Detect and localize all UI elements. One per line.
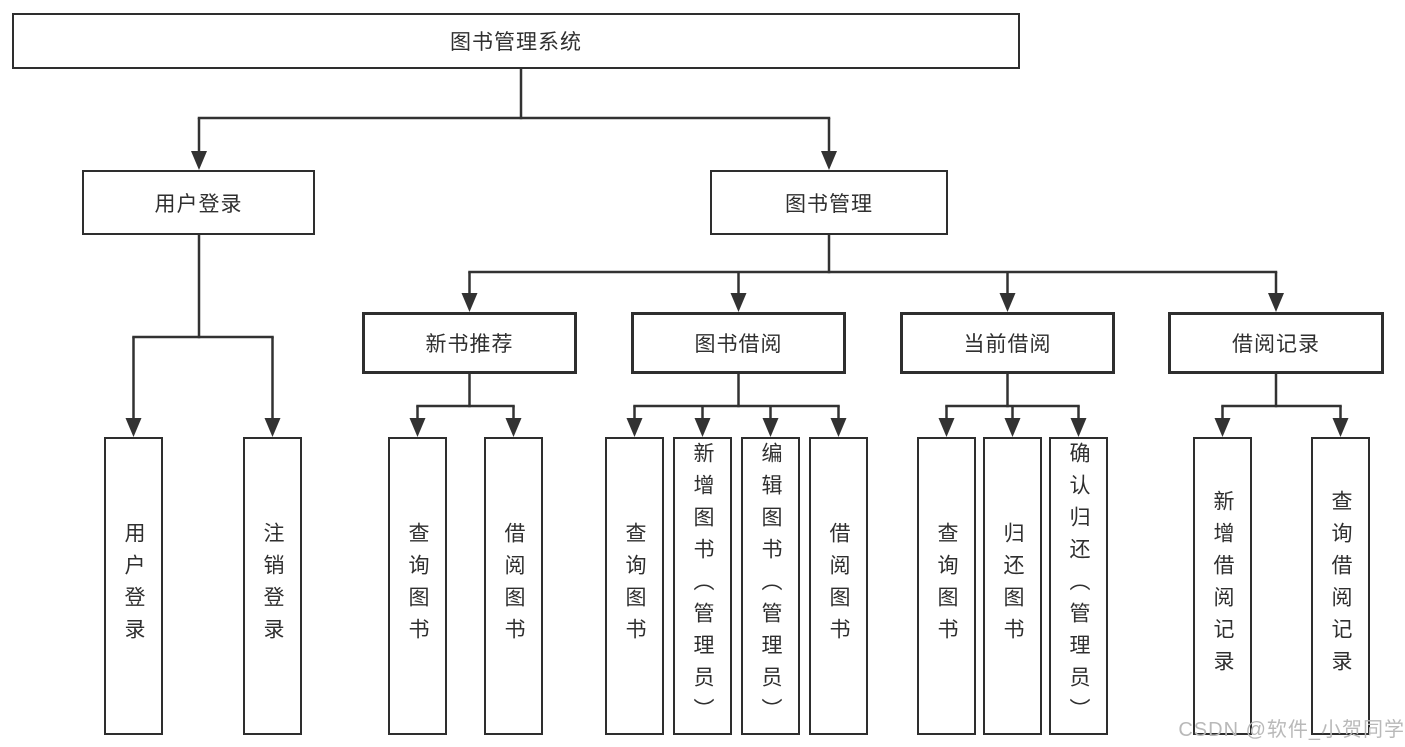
node-book-borrowing-label: 图书借阅 (694, 333, 783, 356)
node-new-book-recommend-label: 新书推荐 (425, 333, 514, 356)
leaf-edit-book-admin: 编辑图书（管理员） (741, 437, 800, 735)
node-book-management-label: 图书管理 (785, 192, 873, 216)
leaf-logout: 注销登录 (243, 437, 302, 735)
leaf-query-books-borrowing-label: 查询图书 (623, 522, 646, 650)
leaf-user-login: 用户登录 (104, 437, 163, 735)
leaf-add-borrow-record-label: 新增借阅记录 (1211, 490, 1234, 682)
node-new-book-recommend: 新书推荐 (362, 312, 577, 374)
leaf-confirm-return-admin-label: 确认归还（管理员） (1067, 442, 1090, 730)
node-root-label: 图书管理系统 (450, 31, 582, 54)
leaf-return-book-label: 归还图书 (1001, 522, 1024, 650)
leaf-query-borrow-record: 查询借阅记录 (1311, 437, 1370, 735)
leaf-confirm-return-admin: 确认归还（管理员） (1049, 437, 1108, 735)
node-borrow-records-label: 借阅记录 (1232, 333, 1320, 356)
node-borrow-records: 借阅记录 (1168, 312, 1384, 374)
leaf-query-books-current-label: 查询图书 (935, 522, 958, 650)
leaf-edit-book-admin-label: 编辑图书（管理员） (759, 442, 782, 730)
leaf-return-book: 归还图书 (983, 437, 1042, 735)
node-user-login-label: 用户登录 (154, 192, 243, 216)
leaf-add-book-admin: 新增图书（管理员） (673, 437, 732, 735)
node-current-borrowing: 当前借阅 (900, 312, 1115, 374)
leaf-borrow-books-recommend: 借阅图书 (484, 437, 543, 735)
leaf-query-borrow-record-label: 查询借阅记录 (1329, 490, 1352, 682)
leaf-add-book-admin-label: 新增图书（管理员） (691, 442, 714, 730)
leaf-query-books-current: 查询图书 (917, 437, 976, 735)
leaf-add-borrow-record: 新增借阅记录 (1193, 437, 1252, 735)
leaf-user-login-label: 用户登录 (122, 522, 145, 650)
watermark: CSDN @软件_小贺同学 (1178, 719, 1405, 741)
leaf-borrow-books-borrowing: 借阅图书 (809, 437, 868, 735)
node-current-borrowing-label: 当前借阅 (963, 333, 1052, 356)
node-book-borrowing: 图书借阅 (631, 312, 846, 374)
leaf-logout-label: 注销登录 (261, 522, 284, 650)
leaf-borrow-books-borrowing-label: 借阅图书 (827, 522, 850, 650)
leaf-query-books-borrowing: 查询图书 (605, 437, 664, 735)
node-user-login: 用户登录 (82, 170, 315, 235)
leaf-query-books-recommend-label: 查询图书 (406, 522, 429, 650)
node-root: 图书管理系统 (12, 13, 1020, 69)
leaf-borrow-books-recommend-label: 借阅图书 (502, 522, 525, 650)
node-book-management: 图书管理 (710, 170, 948, 235)
leaf-query-books-recommend: 查询图书 (388, 437, 447, 735)
